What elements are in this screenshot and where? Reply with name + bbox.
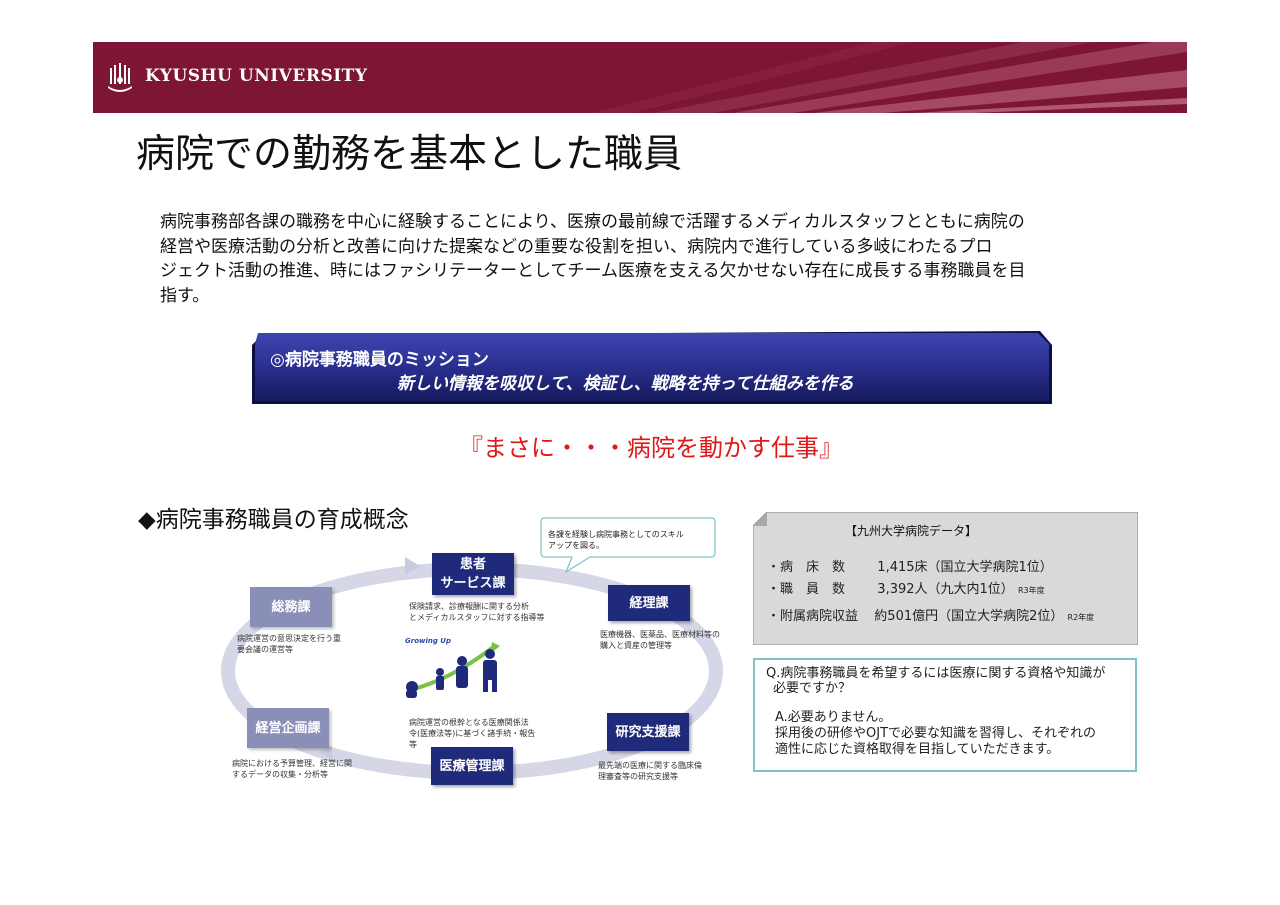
- desc-line: 令(医療法等)に基づく諸手続・報告: [409, 729, 536, 738]
- dept-label: 研究支援課: [615, 724, 681, 740]
- desc-line: 最先端の医療に関する臨床倫: [598, 761, 702, 770]
- data-row-revenue: ・附属病院収益 約501億円（国立大学病院2位） R2年度: [767, 605, 1094, 624]
- intro-line: 病院事務部各課の職務を中心に経験することにより、医療の最前線で活躍するメディカル…: [160, 212, 1025, 232]
- speech-bubble-text: 各課を経験し病院事務としてのスキル アップを図る。: [548, 529, 704, 551]
- dept-label: 総務課: [271, 599, 311, 615]
- cycle-arrow-icon: [405, 557, 420, 575]
- desc-line: とメディカルスタッフに対する指導等: [409, 613, 545, 622]
- qa-answer-line: 採用後の研修やOJTで必要な知識を習得し、それぞれの: [775, 726, 1097, 741]
- desc-line: 医療機器、医薬品、医療材料等の: [600, 630, 720, 639]
- data-note: R2年度: [1067, 613, 1095, 622]
- hospital-data-box: 【九州大学病院データ】 ・病 床 数 1,415床（国立大学病院1位） ・職 員…: [753, 512, 1138, 645]
- mission-heading: ◎病院事務職員のミッション: [270, 350, 489, 370]
- intro-paragraph: 病院事務部各課の職務を中心に経験することにより、医療の最前線で活躍するメディカル…: [160, 210, 1125, 308]
- desc-line: 購入と資産の管理等: [600, 641, 672, 650]
- header-band: KYUSHU UNIVERSITY: [93, 42, 1187, 113]
- qa-question-line: Q.病院事務職員を希望するには医療に関する資格や知識が: [766, 666, 1106, 681]
- dept-management-planning: 経営企画課: [247, 708, 329, 748]
- dept-desc-management-planning: 病院における予算管理、経営に関 するデータの収集・分析等: [232, 758, 352, 780]
- intro-line: 経営や医療活動の分析と改善に向けた提案などの重要な役割を担い、病院内で進行してい…: [160, 236, 993, 257]
- desc-line: 理審査等の研究支援等: [598, 772, 678, 781]
- university-name: KYUSHU UNIVERSITY: [145, 66, 368, 86]
- page-title: 病院での勤務を基本とした職員: [136, 132, 683, 177]
- concept-heading: ◆病院事務職員の育成概念: [138, 507, 409, 533]
- hospital-data-box-shape: [753, 512, 1138, 645]
- dept-label: 患者: [459, 557, 486, 572]
- dept-label: 医療管理課: [439, 758, 505, 774]
- data-value: 3,392人（九大内1位）: [877, 582, 1014, 597]
- bubble-line: 各課を経験し病院事務としてのスキル: [548, 530, 684, 539]
- data-note: R3年度: [1017, 586, 1045, 595]
- desc-line: 病院運営の意思決定を行う重: [237, 634, 341, 643]
- header-light-rays: [593, 42, 1187, 113]
- desc-line: 病院運営の根幹となる医療関係法: [409, 718, 529, 727]
- hospital-data-title: 【九州大学病院データ】: [845, 524, 978, 538]
- tagline: 『まさに・・・病院を動かす仕事』: [459, 434, 843, 462]
- data-label: ・職 員 数: [767, 582, 846, 597]
- dept-desc-general-affairs: 病院運営の意思決定を行う重 要会議の運営等: [237, 633, 341, 655]
- mission-statement: 新しい情報を吸収して、検証し、戦略を持って仕組みを作る: [397, 374, 854, 394]
- growing-up-illustration: [406, 642, 500, 698]
- data-label: ・病 床 数: [767, 560, 846, 575]
- university-emblem-icon: [108, 63, 132, 92]
- intro-line: 指す。: [160, 285, 210, 306]
- qa-answer-line: 適性に応じた資格取得を目指していただきます。: [775, 742, 1060, 757]
- dept-label: サービス課: [440, 576, 506, 591]
- dept-desc-research-support: 最先端の医療に関する臨床倫 理審査等の研究支援等: [598, 760, 702, 782]
- dept-desc-medical-management: 病院運営の根幹となる医療関係法 令(医療法等)に基づく諸手続・報告 等: [409, 717, 535, 750]
- dept-accounting: 経理課: [608, 585, 690, 621]
- desc-line: 要会議の運営等: [237, 645, 293, 654]
- qa-box: Q.病院事務職員を希望するには医療に関する資格や知識が 必要ですか？ A.必要あ…: [753, 658, 1137, 772]
- desc-line: 保険請求、診療報酬に関する分析: [409, 602, 529, 611]
- desc-line: 等: [409, 740, 417, 749]
- data-row-beds: ・病 床 数 1,415床（国立大学病院1位）: [767, 556, 1053, 575]
- qa-answer-line: A.必要ありません。: [775, 710, 892, 725]
- desc-line: するデータの収集・分析等: [232, 770, 328, 779]
- mission-banner-shape: [252, 331, 1052, 404]
- data-value: 1,415床（国立大学病院1位）: [877, 560, 1053, 575]
- dept-desc-patient-services: 保険請求、診療報酬に関する分析 とメディカルスタッフに対する指導等: [409, 601, 544, 623]
- qa-question-line: 必要ですか？: [773, 681, 852, 696]
- data-row-staff: ・職 員 数 3,392人（九大内1位） R3年度: [767, 578, 1045, 597]
- data-value: 約501億円（国立大学病院2位）: [874, 609, 1064, 624]
- dept-research-support: 研究支援課: [607, 713, 689, 751]
- dept-patient-services: 患者 サービス課: [432, 553, 514, 595]
- dept-label: 経理課: [629, 595, 669, 611]
- dept-general-affairs: 総務課: [250, 587, 332, 627]
- dept-medical-management: 医療管理課: [431, 747, 513, 785]
- mission-banner: ◎病院事務職員のミッション 新しい情報を吸収して、検証し、戦略を持って仕組みを作…: [252, 331, 1052, 404]
- dept-label: 経営企画課: [255, 720, 321, 736]
- bubble-line: アップを図る。: [548, 541, 604, 550]
- growing-up-label: Growing Up: [405, 637, 451, 645]
- dept-desc-accounting: 医療機器、医薬品、医療材料等の 購入と資産の管理等: [600, 629, 720, 651]
- data-label: ・附属病院収益: [767, 609, 859, 624]
- intro-line: ジェクト活動の推進、時にはファシリテーターとしてチーム医療を支える欠かせない存在…: [160, 261, 1026, 281]
- desc-line: 病院における予算管理、経営に関: [232, 759, 352, 768]
